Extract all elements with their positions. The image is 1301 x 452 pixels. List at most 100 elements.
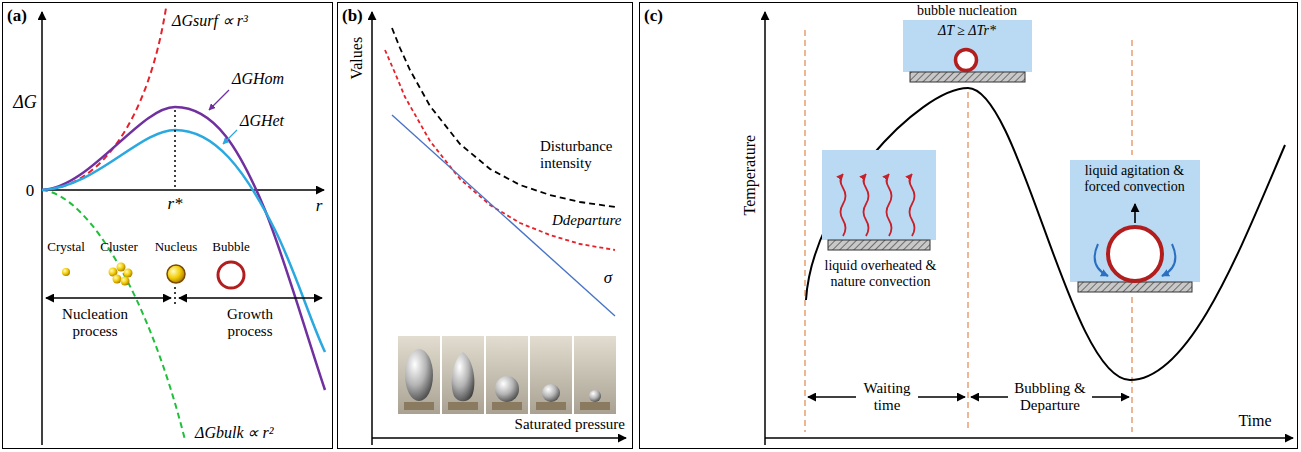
heated-surface xyxy=(828,240,930,250)
heat-arrow xyxy=(910,174,915,236)
inset-caption: ΔT ≥ ΔTr* xyxy=(900,23,1035,39)
axis-label: Time xyxy=(1230,412,1280,430)
stage-label: Crystal xyxy=(42,240,90,255)
critical-radius-line xyxy=(174,110,176,189)
range-arrow xyxy=(46,297,171,298)
homogeneous-curve xyxy=(42,107,325,390)
photo-bubble xyxy=(589,390,601,402)
axis-label: Temperature xyxy=(741,125,759,225)
photo xyxy=(442,336,484,414)
liquid-region xyxy=(822,150,936,240)
crystal-icon xyxy=(62,268,70,276)
rise-arrow xyxy=(1134,204,1136,223)
liquid-region xyxy=(1070,160,1200,282)
heated-surface xyxy=(910,72,1025,82)
axis-label: ΔG xyxy=(8,92,42,113)
cluster-icon xyxy=(121,277,130,286)
bubble-icon xyxy=(1108,227,1162,281)
photo xyxy=(530,336,572,414)
nucleus-icon xyxy=(167,265,185,283)
photo-base xyxy=(536,402,566,410)
inset-panel: bubble nucleation ΔT ≥ ΔTr* xyxy=(898,2,1037,82)
flow-arrow xyxy=(1095,244,1108,276)
range-arrow xyxy=(918,396,965,397)
cluster-icon xyxy=(124,269,133,278)
curve-label: Disturbance intensity xyxy=(540,138,628,173)
axis-label: Values xyxy=(348,28,366,88)
cluster-icon xyxy=(113,275,122,284)
y-axis xyxy=(764,12,766,445)
heated-surface xyxy=(1078,282,1192,292)
photo-base xyxy=(492,402,522,410)
leader-line xyxy=(223,130,237,144)
curve-label: ΔGsurf ∝ r³ xyxy=(172,12,292,30)
photo-bubble xyxy=(405,349,433,401)
process-label: Nucleation process xyxy=(50,306,140,341)
panel-label: (a) xyxy=(7,6,328,26)
inset-panel: liquid agitation & forced convection xyxy=(1070,160,1200,292)
heterogeneous-curve xyxy=(42,130,325,352)
photo xyxy=(398,336,440,414)
photo-base xyxy=(404,402,434,410)
inset-caption: liquid overheated & nature convection xyxy=(820,258,942,290)
photo-bubble xyxy=(542,384,560,402)
panel: (c)bubble nucleationΔT ≥ ΔTr*liquid over… xyxy=(639,2,1298,449)
stage-label: Cluster xyxy=(95,240,143,255)
curve-label: ΔGbulk ∝ r² xyxy=(195,424,315,442)
panel-label: (b) xyxy=(342,6,628,26)
phase-divider xyxy=(804,30,806,432)
axis-label: Saturated pressure xyxy=(495,416,625,433)
photo-base xyxy=(448,402,478,410)
range-arrow xyxy=(971,396,1008,397)
axis-label: r xyxy=(312,196,326,216)
phase-divider xyxy=(1131,40,1133,155)
curve-label: σ xyxy=(600,268,616,288)
photo-bubble xyxy=(495,376,519,402)
x-axis xyxy=(765,437,1293,439)
curve-label: ΔGHet xyxy=(240,112,304,130)
heat-arrow xyxy=(841,174,846,236)
flow-arrow xyxy=(1162,244,1175,276)
range-arrow xyxy=(179,297,322,298)
cluster-icon xyxy=(117,263,126,272)
photo-bubble xyxy=(452,352,475,401)
photo xyxy=(486,336,528,414)
heat-arrow xyxy=(864,174,869,236)
x-axis xyxy=(372,437,626,439)
bulk-energy-curve xyxy=(42,190,185,440)
stage-label: Bubble xyxy=(206,240,256,255)
temperature-curve xyxy=(806,88,1285,380)
curve-label: ΔGHom xyxy=(232,70,296,88)
stage-label: Nucleus xyxy=(150,240,202,255)
process-label: Growth process xyxy=(215,306,285,341)
disturbance-curve xyxy=(392,28,615,207)
stage-divider xyxy=(174,287,176,306)
surface-energy-curve xyxy=(42,8,166,190)
photo xyxy=(574,336,616,414)
y-axis xyxy=(41,12,43,445)
phase-label: Bubbling & Departure xyxy=(1005,380,1095,415)
phase-label: Waiting time xyxy=(852,380,922,415)
inset-caption: liquid agitation & forced convection xyxy=(1072,163,1198,195)
y-axis xyxy=(371,12,373,445)
leader-line xyxy=(209,90,229,110)
panel: (a) xyxy=(2,2,333,449)
inset-panel: liquid overheated & nature convection xyxy=(818,148,944,292)
inset-caption: bubble nucleation xyxy=(900,3,1035,19)
curve-label: Ddeparture xyxy=(552,212,628,229)
heat-arrow xyxy=(887,174,892,236)
range-arrow xyxy=(808,396,856,397)
x-axis xyxy=(42,189,324,191)
photo-base xyxy=(580,402,610,410)
bubble-icon xyxy=(956,50,977,71)
phase-divider xyxy=(967,92,969,432)
critical-radius-label: r* xyxy=(160,194,190,214)
phase-divider xyxy=(1131,297,1133,432)
range-arrow xyxy=(1092,396,1129,397)
bubble-icon xyxy=(218,262,244,288)
axis-origin: 0 xyxy=(22,181,38,201)
